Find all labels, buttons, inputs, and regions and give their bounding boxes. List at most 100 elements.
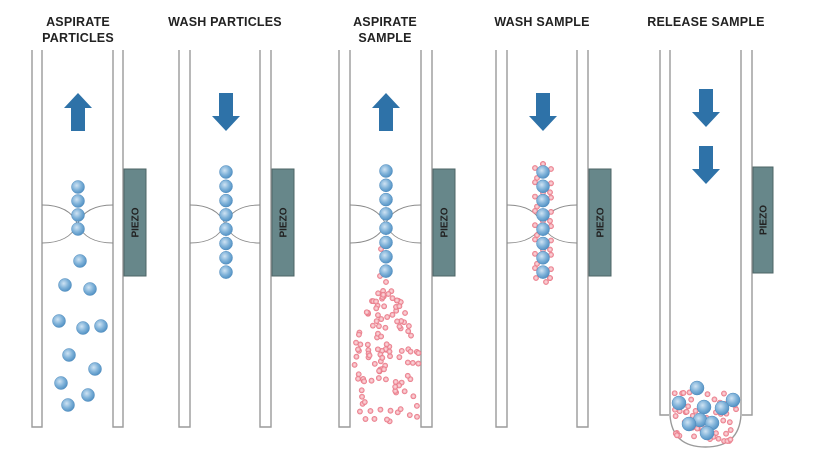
piezo-block — [123, 168, 147, 277]
sample-droplet — [369, 322, 376, 329]
sample-droplet — [383, 341, 390, 348]
sample-droplet — [381, 366, 387, 373]
sample-droplet — [394, 297, 400, 304]
sample-droplet — [402, 310, 408, 316]
piezo-label: PIEZO — [440, 207, 451, 237]
bead-particle — [696, 399, 712, 415]
sample-droplet — [381, 303, 388, 310]
bead-particle — [536, 251, 550, 265]
sample-droplet — [367, 408, 374, 414]
bead-particle — [725, 392, 741, 408]
bead-particle — [219, 208, 233, 222]
sample-droplet — [727, 427, 734, 433]
arrow-down-icon — [692, 146, 720, 184]
sample-droplet — [376, 367, 382, 374]
arrow-down-icon — [692, 89, 720, 127]
sample-droplet — [392, 383, 399, 390]
sample-droplet — [404, 359, 411, 366]
sample-droplet — [378, 333, 385, 340]
bead-particle — [536, 236, 550, 251]
sample-droplet — [371, 360, 378, 367]
sample-droplet — [414, 402, 420, 409]
sample-droplet — [362, 416, 369, 422]
sample-droplet — [385, 291, 392, 297]
bead-particle — [714, 400, 730, 416]
bead-particle — [83, 282, 97, 296]
piezo-block — [271, 168, 295, 277]
sample-droplet — [378, 316, 385, 322]
bead-particle — [536, 193, 550, 208]
sample-droplet — [727, 436, 734, 443]
sample-droplet — [396, 354, 403, 361]
sample-droplet — [401, 388, 408, 395]
sample-droplet — [396, 323, 403, 330]
sample-droplet — [406, 412, 413, 419]
bead-particle — [219, 193, 233, 208]
sample-droplet — [723, 430, 729, 437]
sample-droplet — [373, 305, 380, 312]
bead-particle — [88, 362, 102, 376]
bead-particle — [536, 265, 550, 279]
sample-droplet — [364, 341, 371, 348]
sample-droplet — [407, 348, 414, 355]
bead-particle — [379, 164, 393, 178]
bead-particle — [379, 250, 393, 264]
sample-droplet — [382, 324, 389, 331]
bead-particle — [536, 165, 550, 179]
sample-droplet — [368, 377, 375, 384]
piezo-label: PIEZO — [596, 207, 607, 237]
sample-droplet — [404, 372, 411, 379]
tube-wall-right — [112, 50, 124, 428]
step-title-aspirate-particles: ASPIRATE PARTICLES — [42, 15, 114, 45]
sample-droplet — [375, 312, 381, 319]
sample-droplet — [683, 408, 690, 415]
sample-droplet — [387, 407, 394, 414]
tube-wall-left — [495, 50, 508, 428]
sample-droplet — [373, 318, 380, 324]
bead-particle — [219, 222, 233, 236]
tube-wall-left — [31, 50, 43, 428]
bead-particle — [76, 321, 90, 335]
bead-particle — [699, 425, 715, 441]
sample-droplet — [377, 406, 384, 413]
bead-particle — [71, 180, 85, 194]
bead-particle — [671, 395, 687, 411]
sample-droplet — [356, 331, 362, 338]
sample-droplet — [715, 435, 722, 442]
tube-wall-right — [259, 50, 272, 428]
bead-particle — [219, 236, 233, 251]
piezo-label: PIEZO — [131, 207, 142, 237]
bead-particle — [536, 179, 550, 194]
sample-droplet — [357, 408, 363, 415]
sample-droplet — [394, 318, 401, 325]
bead-particle — [81, 388, 95, 402]
sample-droplet — [353, 353, 360, 360]
sample-droplet — [415, 350, 422, 356]
piezo-block — [752, 166, 774, 274]
bead-particle — [379, 221, 393, 235]
sample-droplet — [363, 309, 370, 316]
sample-droplet — [355, 371, 362, 378]
sample-droplet — [379, 354, 386, 361]
sample-droplet — [680, 389, 687, 396]
sample-droplet — [396, 303, 403, 310]
bead-particle — [94, 319, 108, 333]
sample-droplet — [726, 419, 733, 426]
sample-droplet — [361, 399, 368, 405]
sample-droplet — [547, 275, 553, 281]
arrow-down-icon — [212, 93, 240, 131]
sample-droplet — [351, 361, 358, 368]
sample-droplet — [691, 433, 697, 440]
bead-particle — [71, 208, 85, 222]
tube-wall-left — [659, 50, 669, 416]
sample-droplet — [397, 406, 404, 413]
bead-particle — [536, 208, 550, 222]
sample-droplet — [711, 396, 718, 403]
bead-particle — [219, 179, 233, 194]
sample-droplet — [383, 279, 389, 285]
arrow-up-icon — [64, 93, 92, 131]
sample-droplet — [671, 390, 678, 397]
sample-droplet — [414, 413, 420, 420]
bead-particle — [62, 348, 76, 362]
sample-droplet — [674, 432, 680, 439]
